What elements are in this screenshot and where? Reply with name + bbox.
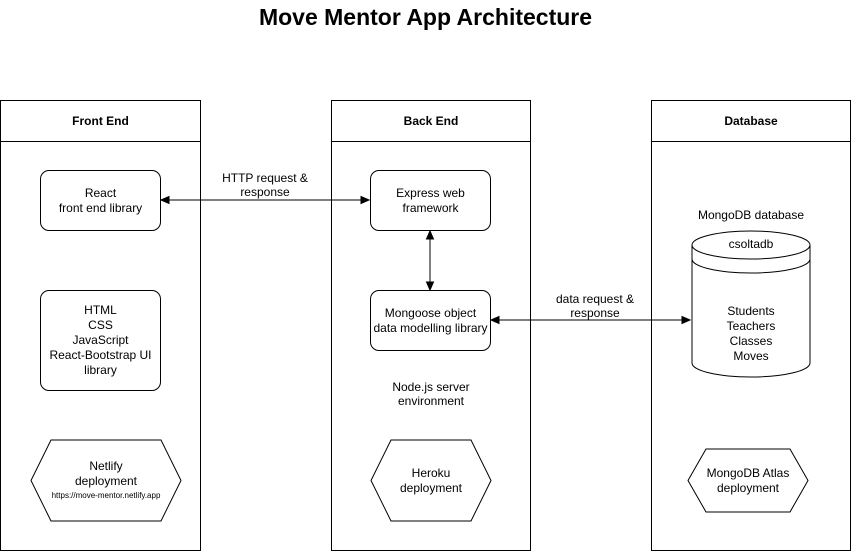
atlas-deployment-text: MongoDB Atlas deployment (687, 448, 809, 513)
database-header: Database (652, 101, 850, 142)
tech-box-line: HTML (84, 303, 117, 317)
netlify-deployment-text: Netlify deployment https://move-mentor.n… (30, 439, 182, 522)
database-name: csoltadb (728, 237, 774, 251)
tech-box-line: CSS (88, 318, 113, 332)
react-library-box: React front end library (40, 170, 161, 231)
collection-item: Teachers (726, 319, 776, 333)
data-label-line: data request & (555, 292, 635, 306)
tech-box-line: JavaScript (72, 333, 129, 347)
http-arrow (159, 195, 371, 205)
nodejs-environment-label: Node.js server environment (351, 380, 511, 408)
heroku-line: deployment (399, 480, 463, 495)
diagram-title: Move Mentor App Architecture (258, 4, 593, 30)
frontend-tech-box: HTML CSS JavaScript React-Bootstrap UI l… (40, 290, 161, 391)
mongoose-library-box: Mongoose object data modelling library (370, 290, 491, 351)
mongodb-database-label: MongoDB database (697, 208, 805, 222)
react-box-line: front end library (58, 200, 143, 215)
data-request-arrow (489, 315, 692, 325)
back-end-header: Back End (332, 101, 530, 142)
express-box-line: Express web (396, 185, 465, 200)
atlas-deployment-hexagon (687, 448, 809, 513)
react-box-line: React (84, 185, 117, 200)
heroku-deployment-text: Heroku deployment (370, 439, 492, 522)
mongoose-box-line: data modelling library (373, 320, 488, 335)
atlas-line: deployment (716, 480, 780, 495)
database-cylinder-icon (691, 230, 811, 378)
tech-box-line: React-Bootstrap UI (49, 348, 152, 362)
tech-box-line: library (84, 363, 117, 377)
data-connection-label: data request & response (525, 292, 665, 320)
collections-list: Students Teachers Classes Moves (691, 304, 811, 364)
collection-item: Students (727, 304, 775, 318)
express-framework-box: Express web framework (370, 170, 491, 231)
express-box-line: framework (402, 200, 459, 215)
nodejs-line: Node.js server (392, 380, 470, 394)
netlify-url: https://move-mentor.netlify.app (51, 490, 161, 500)
nodejs-line: environment (397, 394, 465, 408)
data-label-line: response (570, 306, 620, 320)
atlas-line: MongoDB Atlas (706, 465, 790, 480)
mongoose-box-line: Mongoose object (384, 305, 477, 320)
heroku-deployment-hexagon (370, 439, 492, 522)
http-connection-label: HTTP request & response (195, 171, 335, 199)
collection-item: Classes (729, 334, 773, 348)
front-end-header: Front End (1, 101, 200, 142)
collection-item: Moves (733, 349, 769, 363)
netlify-line: Netlify (89, 458, 123, 473)
netlify-deployment-hexagon (30, 439, 182, 522)
netlify-line: deployment (74, 473, 138, 488)
heroku-line: Heroku (411, 465, 451, 480)
express-mongoose-arrow (425, 229, 435, 292)
http-label-line: response (240, 185, 290, 199)
http-label-line: HTTP request & (222, 171, 308, 185)
